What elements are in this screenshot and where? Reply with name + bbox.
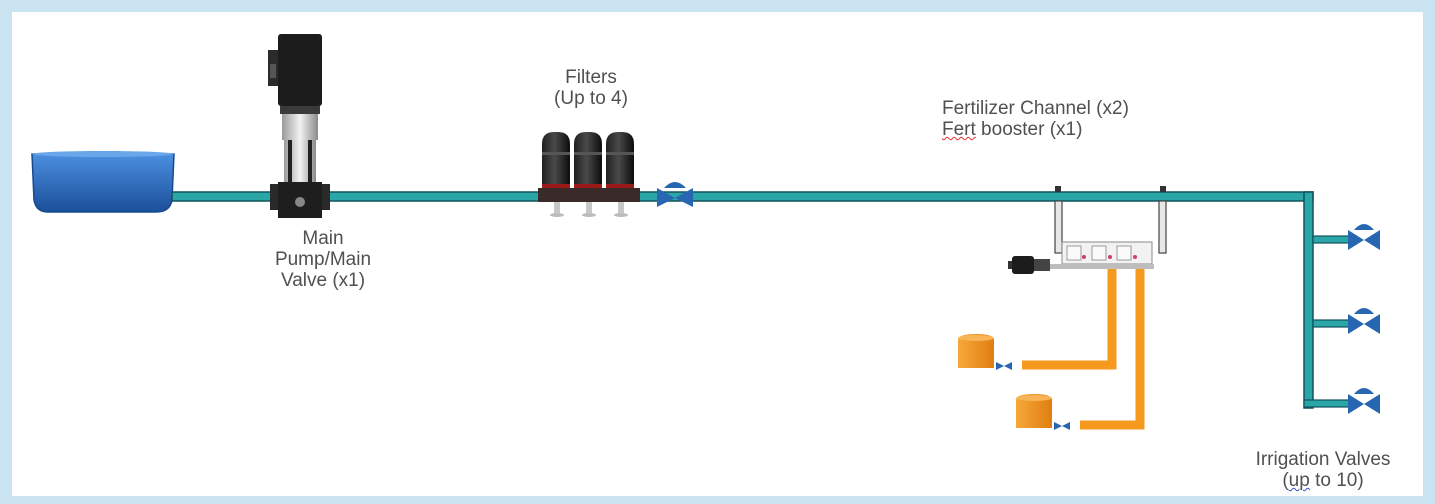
filters-label-line1: Filters <box>565 67 617 88</box>
fert-booster-motor-icon <box>1008 256 1050 274</box>
butterfly-valve-icon <box>1348 308 1380 334</box>
pump-label-line1: Main <box>302 228 344 249</box>
irrigation-label-line2: (up to 10) <box>1228 470 1418 491</box>
fertilizer-label-line2-rest: booster (x1) <box>975 119 1083 140</box>
filters-label-line2: (Up to 4) <box>554 88 628 109</box>
irrigation-label-line1: Irrigation Valves <box>1255 449 1391 470</box>
fertilizer-label-line1: Fertilizer Channel (x2) <box>942 98 1129 119</box>
irrigation-label: Irrigation Valves (up to 10) <box>1228 449 1418 491</box>
fertilizer-tank-icon <box>958 334 1012 370</box>
fertilizer-tank-icon <box>1016 394 1070 430</box>
main-pipe <box>171 191 1350 409</box>
vertical-multistage-pump-icon <box>268 34 330 218</box>
butterfly-valve-icon <box>1348 224 1380 250</box>
butterfly-valve-icon <box>1348 388 1380 414</box>
fertilizer-pipes <box>1022 269 1145 430</box>
disc-filter-icon <box>606 132 634 217</box>
fertilizer-label: Fertilizer Channel (x2) Fert booster (x1… <box>942 98 1129 140</box>
pump-label-line3: Valve (x1) <box>280 270 366 291</box>
filters-group <box>538 132 640 217</box>
filters-label: Filters (Up to 4) <box>526 67 656 109</box>
water-reservoir-icon <box>31 151 175 213</box>
pump-label: Main Pump/Main Valve (x1) <box>258 228 388 291</box>
pump-label-line2: Pump/Main <box>274 249 372 270</box>
fertilizer-channel-manifold <box>1050 186 1167 269</box>
butterfly-valve-icon <box>657 182 693 207</box>
disc-filter-icon <box>542 132 570 217</box>
disc-filter-icon <box>574 132 602 217</box>
irrigation-label-paren: ( <box>1282 470 1289 491</box>
fert-word: Fert <box>942 119 976 140</box>
irrigation-label-line2-rest: to 10) <box>1309 470 1364 491</box>
up-word: up <box>1288 470 1310 491</box>
fertilizer-label-line2: Fert booster (x1) <box>942 119 1129 140</box>
irrigation-system-diagram <box>31 34 1380 430</box>
